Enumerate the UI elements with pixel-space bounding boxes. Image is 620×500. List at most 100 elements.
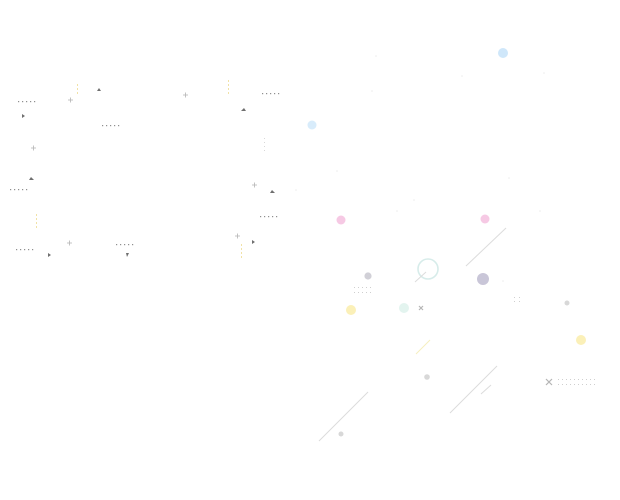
x-icon — [418, 305, 424, 311]
triangle-mark — [270, 190, 275, 193]
grid-dot — [358, 287, 359, 288]
triangle-mark — [48, 253, 51, 257]
dot-mark — [270, 93, 272, 95]
dot-mark — [26, 101, 28, 103]
dot-mark — [18, 189, 20, 191]
x-icon — [545, 378, 553, 386]
grid-dot — [578, 384, 579, 385]
grid-dot — [514, 301, 515, 302]
grid-dot — [590, 379, 591, 380]
slate-circle — [477, 273, 489, 285]
dot-mark — [276, 216, 278, 218]
dot-mark — [268, 216, 270, 218]
blue-circle — [498, 48, 508, 58]
grid-dots — [354, 287, 595, 385]
ring-icon — [417, 258, 439, 280]
dot-mark — [128, 244, 130, 246]
gray-circle — [364, 272, 372, 280]
speck — [461, 75, 463, 77]
dot-mark — [10, 189, 12, 191]
vertical-dash — [36, 226, 37, 228]
vertical-dot — [264, 142, 265, 143]
grid-dot — [562, 384, 563, 385]
pink-circle — [336, 215, 346, 225]
triangle-mark — [126, 253, 129, 257]
triangle-mark — [97, 88, 101, 91]
vertical-dash — [77, 92, 78, 94]
grid-dot — [562, 379, 563, 380]
grid-dot — [570, 384, 571, 385]
grid-dot — [370, 287, 371, 288]
blue-circle — [307, 120, 317, 130]
grid-dot — [370, 292, 371, 293]
plus-icon — [183, 92, 188, 98]
grid-dot — [586, 379, 587, 380]
grid-dot — [574, 384, 575, 385]
grid-dot — [586, 384, 587, 385]
gray-dot — [338, 431, 344, 437]
vertical-dash — [241, 256, 242, 258]
dot-mark — [124, 244, 126, 246]
vertical-dash — [228, 92, 229, 94]
vertical-dash — [241, 252, 242, 254]
dot-mark — [22, 101, 24, 103]
dot-mark — [34, 101, 36, 103]
vertical-dash — [228, 88, 229, 90]
dot-mark — [120, 244, 122, 246]
grid-dot — [358, 292, 359, 293]
vertical-dot — [264, 146, 265, 147]
grid-dot — [558, 384, 559, 385]
diagonal-lines — [318, 227, 507, 442]
dot-mark — [30, 101, 32, 103]
grid-dot — [558, 379, 559, 380]
speck — [508, 177, 510, 179]
grid-dot — [366, 292, 367, 293]
dot-mark — [262, 93, 264, 95]
dot-mark — [132, 244, 134, 246]
plus-icon — [235, 233, 240, 239]
faint-specks — [295, 55, 545, 282]
vertical-dash — [36, 222, 37, 224]
dot-mark — [110, 125, 112, 127]
triangle-mark — [252, 240, 255, 244]
vertical-dash — [228, 80, 229, 82]
speck — [543, 72, 545, 74]
grid-dot — [574, 379, 575, 380]
vertical-dash — [228, 84, 229, 86]
diagonal-line — [480, 384, 492, 395]
grid-dot — [570, 379, 571, 380]
grid-dot — [362, 292, 363, 293]
plus-icon — [68, 97, 73, 103]
grid-dot — [519, 297, 520, 298]
grid-dot — [594, 379, 595, 380]
vertical-dot — [264, 138, 265, 139]
grid-dot — [519, 301, 520, 302]
dot-mark — [260, 216, 262, 218]
triangle-mark — [22, 114, 25, 118]
dot-mark — [14, 189, 16, 191]
speck — [375, 55, 377, 57]
speck — [396, 210, 398, 212]
dot-mark — [26, 189, 28, 191]
grid-dot — [566, 379, 567, 380]
plus-icon — [31, 145, 36, 151]
diagonal-line — [414, 271, 427, 283]
grid-dot — [362, 287, 363, 288]
diagonal-line — [465, 227, 507, 267]
dot-mark — [18, 101, 20, 103]
plus-marks — [31, 92, 257, 246]
grid-dot — [582, 379, 583, 380]
vertical-dash — [77, 84, 78, 86]
speck — [336, 170, 338, 172]
faint-vertical-dots — [264, 138, 265, 151]
dot-mark — [278, 93, 280, 95]
gray-dot — [424, 374, 430, 380]
dot-mark — [32, 249, 34, 251]
vertical-dash — [36, 214, 37, 216]
dot-mark — [272, 216, 274, 218]
gray-dot — [564, 300, 570, 306]
dot-mark — [264, 216, 266, 218]
grid-dot — [354, 287, 355, 288]
speck — [413, 199, 415, 201]
